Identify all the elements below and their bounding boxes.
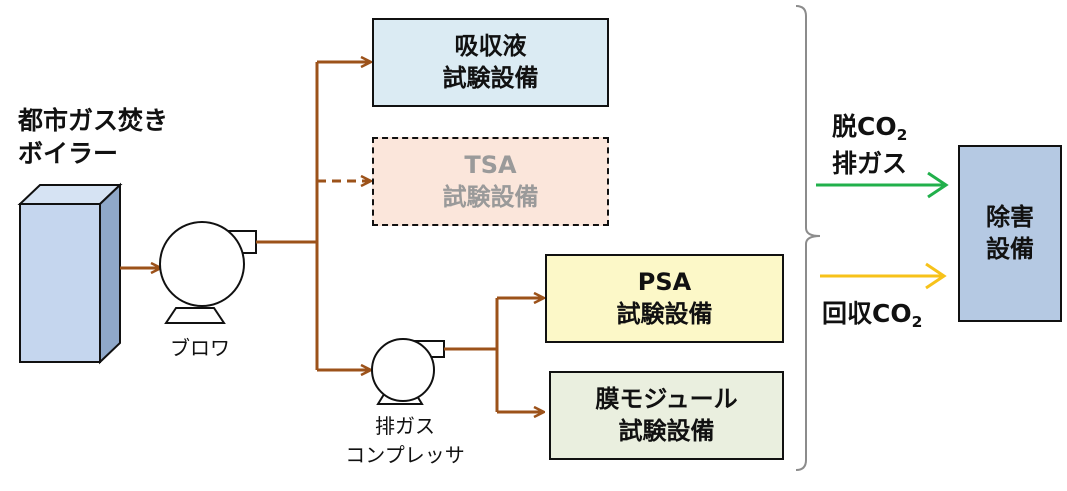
recovered-co2-label: 回収CO2 [822,297,922,334]
psa-unit-line2: 試験設備 [616,299,713,328]
decarbonized-gas-label: 脱CO2 排ガス [832,110,907,180]
recovered-co2-subscript: 2 [911,312,923,331]
absorbent-test-unit: 吸収液 試験設備 [372,18,609,107]
tsa-unit-line2: 試験設備 [442,182,539,211]
boiler-label-line1: 都市ガス焚き [18,106,169,135]
membrane-unit-line1: 膜モジュール [595,385,738,414]
psa-test-unit: PSA 試験設備 [545,254,784,343]
decarbonized-gas-line2: 排ガス [832,149,908,178]
blower-label: ブロワ [170,336,230,360]
tsa-test-unit: TSA 試験設備 [372,137,609,226]
psa-unit-line1: PSA [637,268,692,297]
decarbonized-gas-subscript: 2 [896,125,908,144]
tsa-unit-line1: TSA [464,151,517,180]
recovered-co2-text: 回収CO [822,299,912,328]
compressor-label: 排ガス コンプレッサ [335,412,475,470]
boiler-label: 都市ガス焚き ボイラー [18,104,168,170]
abatement-line2: 設備 [986,234,1034,263]
boiler-unit [17,182,123,365]
compressor-label-line1: 排ガス [375,414,435,438]
compressor-icon [371,338,445,405]
abatement-equipment: 除害 設備 [958,145,1062,322]
membrane-test-unit: 膜モジュール 試験設備 [549,371,784,460]
compressor-label-line2: コンプレッサ [345,443,465,467]
absorbent-unit-line1: 吸収液 [454,32,527,61]
absorbent-unit-line2: 試験設備 [442,63,539,92]
boiler-body [19,203,101,363]
abatement-line1: 除害 [986,203,1034,232]
decarbonized-gas-text: 脱CO [832,112,897,141]
boiler-label-line2: ボイラー [18,139,119,168]
grouping-brace [795,5,821,471]
membrane-unit-line2: 試験設備 [618,416,715,445]
blower-icon [159,221,257,324]
